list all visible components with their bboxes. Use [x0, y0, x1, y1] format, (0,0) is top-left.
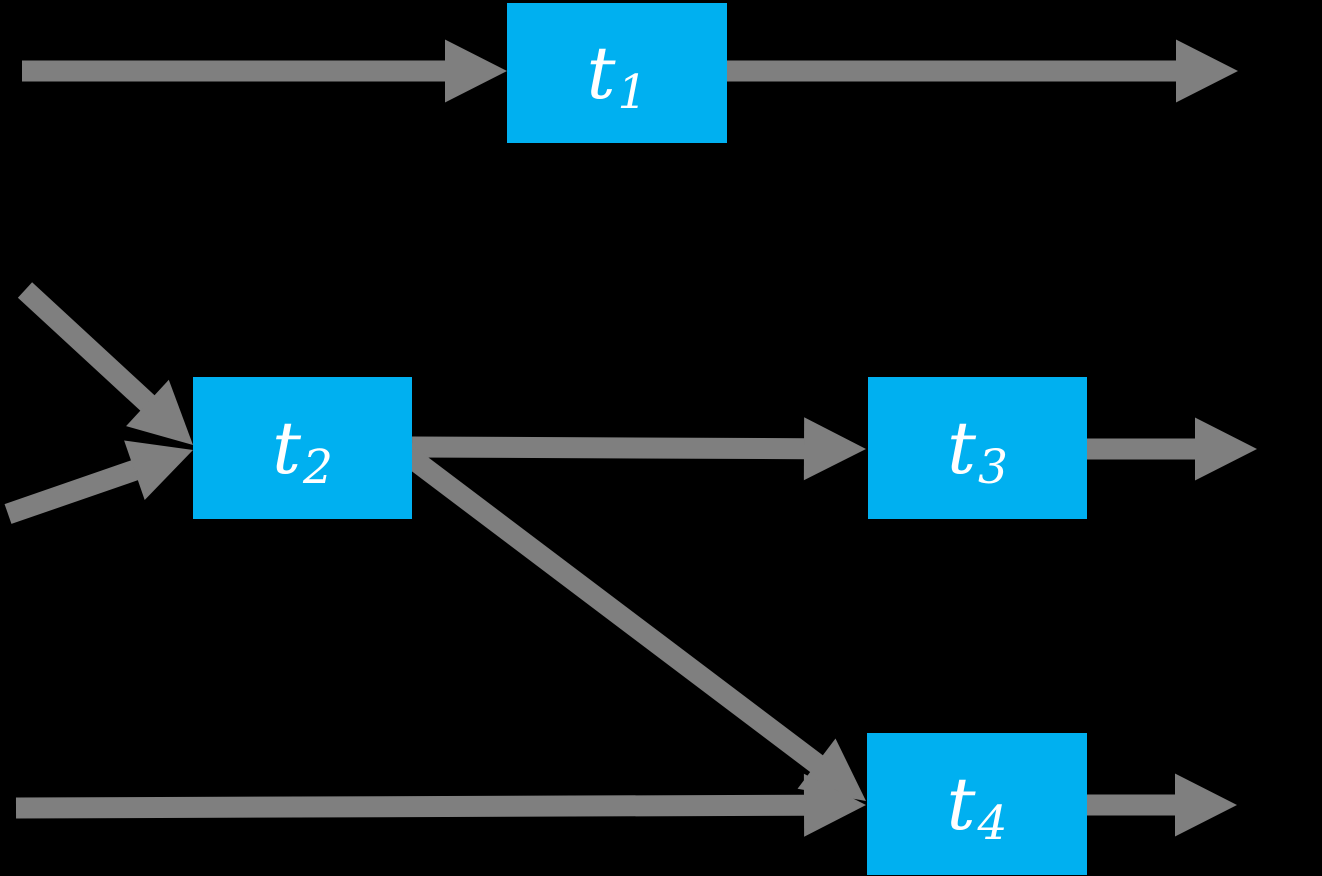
arrow-shaft [17, 282, 157, 413]
node-label-base: t [586, 31, 616, 115]
node-label-subscript: 1 [617, 65, 648, 121]
arrow-shaft [411, 436, 807, 460]
arrow-head [126, 379, 193, 445]
arrow-t2-to-t4 [402, 447, 866, 801]
arrow-head [1195, 417, 1257, 481]
arrow-head [803, 773, 866, 837]
arrow-input-a-to-t2 [17, 282, 193, 445]
arrow-t1-output [727, 39, 1238, 103]
arrow-head [1176, 39, 1238, 103]
arrow-head [803, 417, 866, 481]
arrow-head [445, 39, 507, 103]
node-label-subscript: 4 [977, 796, 1008, 852]
arrow-head [124, 440, 193, 501]
node-label-base: t [272, 406, 302, 490]
node-label-base: t [946, 762, 976, 846]
node-label-base: t [947, 406, 977, 490]
arrow-input-to-t1 [22, 39, 507, 103]
arrow-t2-to-t3 [411, 417, 866, 481]
arrow-shaft [15, 794, 807, 819]
arrow-input-b-to-t2 [4, 440, 193, 524]
node-label-subscript: 2 [303, 440, 333, 496]
arrow-shaft [4, 459, 140, 524]
arrow-t4-output [1087, 773, 1237, 837]
node-label-subscript: 3 [978, 440, 1008, 496]
arrow-t3-output [1087, 417, 1257, 481]
arrow-head [1175, 773, 1237, 837]
arrow-shaft [402, 447, 825, 774]
arrow-input-to-t4 [15, 773, 866, 837]
